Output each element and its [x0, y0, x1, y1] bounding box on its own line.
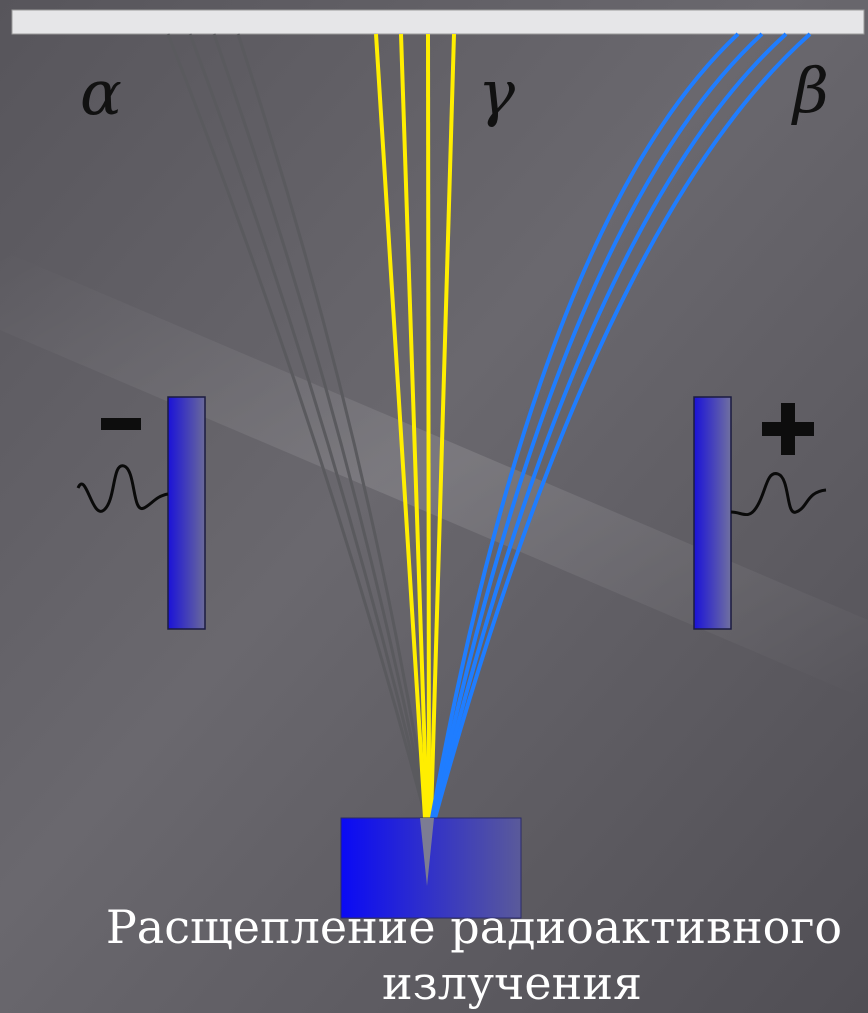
- beta-label: β: [793, 54, 829, 127]
- alpha-label: α: [80, 56, 122, 129]
- right-wire-icon: [730, 472, 827, 517]
- left-wire-icon: [76, 464, 169, 513]
- source-channel: [420, 818, 434, 886]
- alpha-rays: [166, 33, 430, 816]
- caption-line-2: излучения: [381, 956, 642, 1010]
- minus-sign-icon: [101, 418, 141, 430]
- negative-plate: [167, 396, 206, 630]
- gamma-rays: [374, 33, 456, 819]
- caption-line-1: Расщепление радиоактивного: [105, 900, 843, 954]
- beta-rays: [430, 32, 812, 819]
- plus-sign-v-icon: [781, 403, 795, 455]
- detector-screen: [11, 9, 865, 35]
- light-streak: [0, 250, 868, 700]
- gamma-label: γ: [478, 56, 516, 129]
- positive-plate: [693, 396, 732, 630]
